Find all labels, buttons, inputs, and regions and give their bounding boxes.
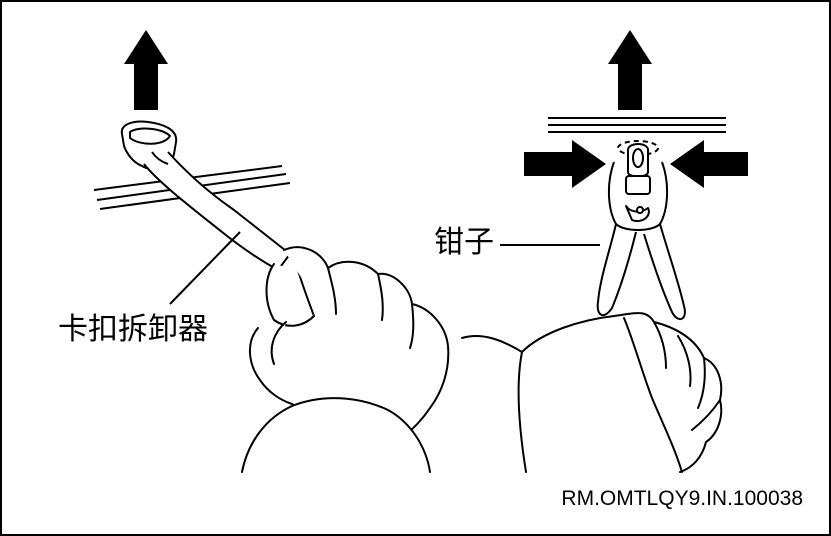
left-hand: [241, 246, 450, 473]
pliers-tool: [596, 161, 686, 321]
clip-remover-leader: [169, 231, 241, 305]
squeeze-arrow-right-icon: [670, 140, 748, 188]
up-arrow-left-icon: [124, 30, 168, 110]
clip-remover-label: 卡扣拆卸器: [58, 312, 208, 347]
trim-clip: [617, 140, 659, 195]
figure-code: RM.OMTLQY9.IN.100038: [561, 487, 803, 510]
trim-panel-right: [548, 117, 726, 133]
clip-remover-tool: [120, 120, 291, 271]
pliers-label: 钳子: [434, 225, 494, 260]
squeeze-arrow-left-icon: [524, 140, 606, 188]
up-arrow-right-icon: [608, 30, 652, 110]
right-hand: [461, 312, 723, 473]
